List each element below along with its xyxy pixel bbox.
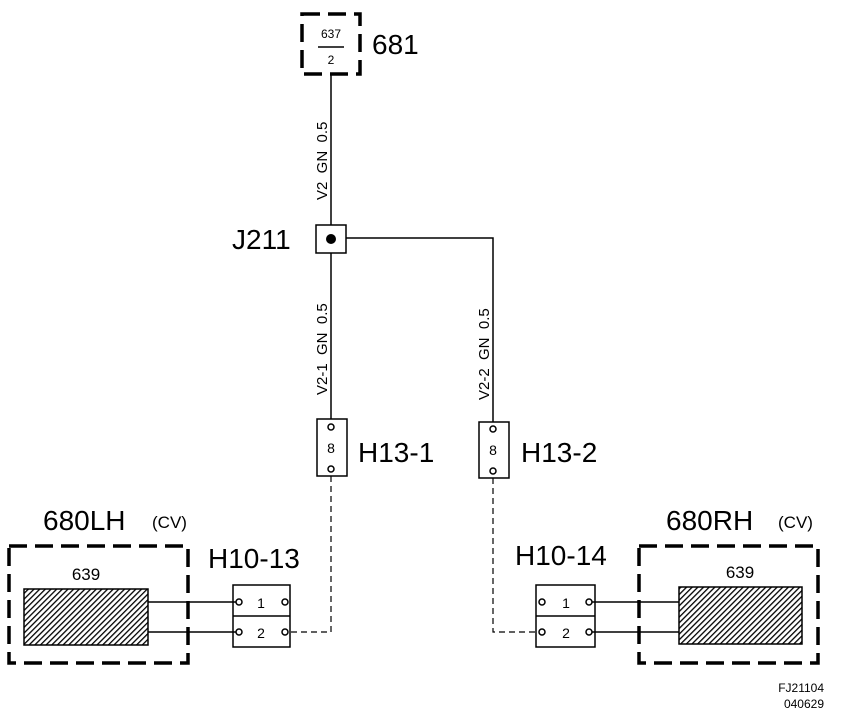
connector-h10-13-terminal bbox=[235, 628, 243, 636]
connector-h10-13[interactable]: 1 2 H10-13 bbox=[208, 543, 300, 648]
wire-h13-1-to-h10-13[interactable] bbox=[289, 476, 332, 633]
connector-h10-13-terminal bbox=[281, 628, 289, 636]
connector-h10-14-pin1: 1 bbox=[562, 595, 570, 611]
connector-h10-14-pin2: 2 bbox=[562, 625, 570, 641]
diagram-reference: FJ21104 bbox=[778, 681, 824, 695]
connector-h10-14-terminal bbox=[538, 628, 546, 636]
heater-680lh-outline bbox=[7, 544, 190, 665]
connector-h10-14-terminal bbox=[538, 598, 546, 606]
heater-680lh[interactable]: 639 680LH (CV) bbox=[7, 505, 190, 665]
connector-h13-1-top-terminal bbox=[327, 423, 335, 431]
connector-h13-1-label: H13-1 bbox=[358, 437, 434, 468]
wire-v2-2-label: V2-2 GN 0.5 bbox=[476, 308, 493, 400]
heater-680lh-element bbox=[23, 588, 149, 646]
connector-h13-2-bottom-terminal bbox=[489, 467, 497, 475]
wire-h13-2-to-h10-14[interactable] bbox=[492, 478, 539, 633]
connector-h13-2-label: H13-2 bbox=[521, 437, 597, 468]
heater-680rh-outline bbox=[637, 544, 820, 665]
connector-h13-1[interactable]: 8 H13-1 bbox=[316, 418, 434, 477]
connector-h10-13-terminal bbox=[235, 598, 243, 606]
heater-680lh-label: 680LH bbox=[43, 505, 126, 536]
connector-h10-13-label: H10-13 bbox=[208, 543, 300, 574]
junction-j211-label: J211 bbox=[232, 224, 291, 255]
component-681[interactable]: 637 2 681 bbox=[300, 12, 419, 76]
wire-v2-2[interactable] bbox=[346, 237, 494, 422]
connector-h10-14-terminal bbox=[585, 628, 593, 636]
heater-680rh-label: 680RH bbox=[666, 505, 753, 536]
connector-h10-13-pin1: 1 bbox=[257, 595, 265, 611]
connector-h13-2[interactable]: 8 H13-2 bbox=[478, 421, 597, 479]
component-681-label: 681 bbox=[372, 29, 419, 60]
heater-680lh-code: 639 bbox=[72, 565, 100, 584]
component-681-code: 637 bbox=[321, 27, 341, 41]
diagram-date: 040629 bbox=[784, 697, 824, 711]
wire-v2-1-label: V2-1 GN 0.5 bbox=[314, 303, 331, 395]
junction-j211[interactable]: J211 bbox=[232, 224, 347, 255]
connector-h10-13-pin2: 2 bbox=[257, 625, 265, 641]
connector-h13-1-bottom-terminal bbox=[327, 465, 335, 473]
heater-680rh-element bbox=[678, 586, 803, 645]
junction-dot bbox=[326, 234, 336, 244]
connector-h13-2-top-terminal bbox=[489, 425, 497, 433]
connector-h10-14-label: H10-14 bbox=[515, 540, 607, 571]
heater-680rh-code: 639 bbox=[726, 563, 754, 582]
heater-680rh[interactable]: 639 680RH (CV) bbox=[637, 505, 820, 665]
connector-h10-13-terminal bbox=[281, 598, 289, 606]
heater-680lh-suffix: (CV) bbox=[152, 513, 187, 532]
connector-h10-14-terminal bbox=[585, 598, 593, 606]
heater-680rh-suffix: (CV) bbox=[778, 513, 813, 532]
connector-h10-14[interactable]: 1 2 H10-14 bbox=[515, 540, 607, 648]
connector-h13-2-pin: 8 bbox=[489, 442, 497, 458]
component-681-pin: 2 bbox=[328, 53, 335, 67]
wire-v2-label: V2 GN 0.5 bbox=[314, 122, 331, 200]
connector-h13-1-pin: 8 bbox=[327, 440, 335, 456]
